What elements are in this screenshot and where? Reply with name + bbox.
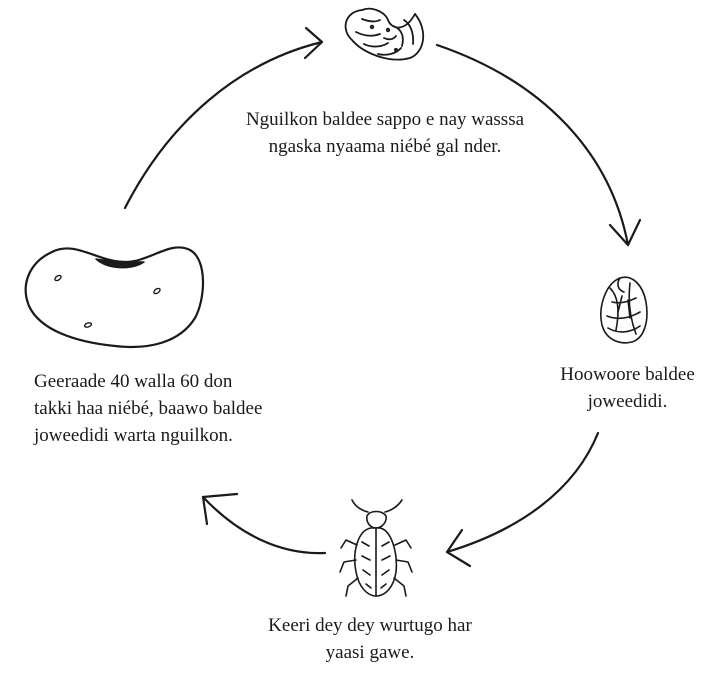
adult-caption: Keeri dey dey wurtugo har yaasi gawe. — [205, 612, 535, 666]
larva-caption-line-1: Nguilkon baldee sappo e nay wasssa — [175, 106, 595, 133]
adult-caption-line-2: yaasi gawe. — [205, 639, 535, 666]
egg-caption-line-3: joweedidi warta nguilkon. — [34, 422, 262, 449]
pupa-caption-line-1: Hoowoore baldee — [535, 361, 720, 388]
pupa-caption-line-2: joweedidi. — [535, 388, 720, 415]
larva-caption: Nguilkon baldee sappo e nay wasssa ngask… — [175, 106, 595, 160]
larva-icon — [346, 9, 424, 60]
egg-caption-line-2: takki haa niébé, baawo baldee — [34, 395, 262, 422]
arrow-adult-to-egg — [203, 494, 325, 553]
bean-with-eggs-icon — [26, 247, 203, 347]
beetle-icon — [340, 500, 412, 596]
egg-caption: Geeraade 40 walla 60 don takki haa niébé… — [34, 368, 262, 449]
arrow-pupa-to-adult — [447, 433, 598, 566]
pupa-caption: Hoowoore baldee joweedidi. — [535, 361, 720, 415]
egg-caption-line-1: Geeraade 40 walla 60 don — [34, 368, 262, 395]
adult-caption-line-1: Keeri dey dey wurtugo har — [205, 612, 535, 639]
larva-caption-line-2: ngaska nyaama niébé gal nder. — [175, 133, 595, 160]
pupa-icon — [601, 277, 647, 343]
